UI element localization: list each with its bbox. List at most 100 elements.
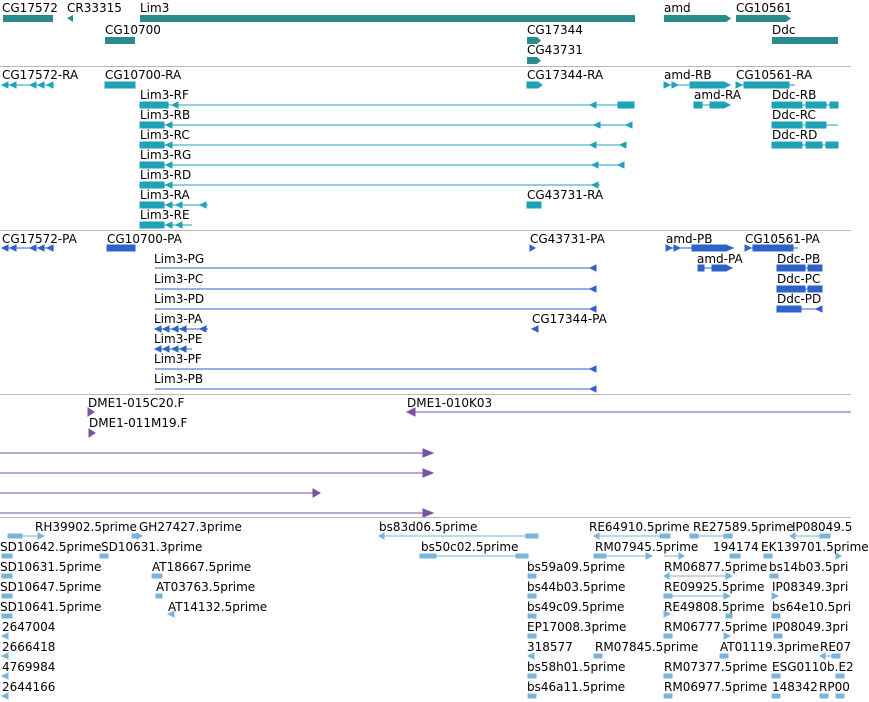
gene-bar-cr33315[interactable] bbox=[67, 15, 73, 22]
transcript-label[interactable]: CG10700-RA bbox=[105, 68, 182, 82]
clone-label[interactable]: DME1-011M19.F bbox=[89, 416, 188, 430]
protein-label[interactable]: CG10561-PA bbox=[745, 232, 820, 246]
transcript-glyph-lim3-rf[interactable] bbox=[139, 101, 635, 109]
protein-label[interactable]: Lim3-PE bbox=[154, 332, 203, 346]
est-label[interactable]: IP08349.3pri bbox=[772, 580, 849, 594]
transcript-label[interactable]: amd-RA bbox=[694, 88, 742, 102]
est-label[interactable]: AT18667.5prime bbox=[152, 560, 252, 574]
gene-bar-ddc[interactable] bbox=[772, 37, 838, 44]
est-label[interactable]: RE64910.5prime bbox=[589, 520, 690, 534]
est-label[interactable]: RE07 bbox=[820, 640, 852, 654]
est-label[interactable]: EP17008.3prime bbox=[527, 620, 627, 634]
protein-label[interactable]: amd-PA bbox=[697, 252, 743, 266]
transcript-label[interactable]: Lim3-RB bbox=[140, 108, 191, 122]
transcript-glyph-ddc-rd[interactable] bbox=[771, 141, 839, 149]
est-label[interactable]: IP08049.5 bbox=[792, 520, 853, 534]
est-row-5-glyphs[interactable] bbox=[1, 610, 781, 619]
protein-label[interactable]: CG43731-PA bbox=[530, 232, 605, 246]
transcript-label[interactable]: Ddc-RC bbox=[772, 108, 816, 122]
est-label[interactable]: RH39902.5prime bbox=[35, 520, 137, 534]
transcript-glyph-cg43731-ra[interactable] bbox=[526, 201, 542, 209]
est-label[interactable]: RM07377.5prime bbox=[664, 660, 768, 674]
transcript-glyph-lim3-rg[interactable] bbox=[139, 161, 625, 169]
clone-glyph-read-4[interactable] bbox=[0, 508, 435, 518]
est-row-8-glyphs[interactable] bbox=[0, 672, 845, 680]
est-label[interactable]: IP08049.3pri bbox=[772, 620, 849, 634]
protein-glyph-lim3-pb[interactable] bbox=[155, 385, 597, 393]
est-label[interactable]: SD10647.5prime bbox=[0, 580, 102, 594]
est-label[interactable]: 2666418 bbox=[2, 640, 56, 654]
transcript-glyph-cg17572-ra[interactable] bbox=[0, 81, 54, 89]
est-label[interactable]: 318577 bbox=[527, 640, 573, 654]
est-row-6-glyphs[interactable] bbox=[0, 632, 783, 640]
protein-glyph-lim3-pc[interactable] bbox=[155, 285, 597, 293]
clone-glyph-010k03[interactable] bbox=[405, 407, 851, 417]
transcript-label[interactable]: Ddc-RD bbox=[772, 128, 818, 142]
transcript-glyph-lim3-rc[interactable] bbox=[139, 141, 627, 149]
protein-label[interactable]: CG10700-PA bbox=[107, 232, 182, 246]
est-row-9-glyphs[interactable] bbox=[0, 692, 845, 700]
est-label[interactable]: RM06877.5prime bbox=[664, 560, 768, 574]
protein-label[interactable]: Ddc-PD bbox=[777, 292, 822, 306]
gene-label[interactable]: Ddc bbox=[772, 23, 796, 37]
transcript-glyph-cg10700-ra[interactable] bbox=[104, 81, 136, 89]
transcript-label[interactable]: Lim3-RE bbox=[140, 208, 190, 222]
transcript-label[interactable]: Lim3-RC bbox=[140, 128, 190, 142]
protein-label[interactable]: amd-PB bbox=[666, 232, 713, 246]
est-label[interactable]: 2647004 bbox=[2, 620, 56, 634]
est-label[interactable]: bs83d06.5prime bbox=[379, 520, 478, 534]
gene-bar-cg17572[interactable] bbox=[3, 15, 53, 22]
est-label[interactable]: SD10641.5prime bbox=[0, 600, 102, 614]
gene-bar-cg43731[interactable] bbox=[527, 57, 541, 64]
protein-label[interactable]: Lim3-PB bbox=[154, 372, 204, 386]
gene-bar-cg17344[interactable] bbox=[527, 37, 541, 44]
transcript-label[interactable]: Lim3-RD bbox=[140, 168, 192, 182]
est-label[interactable]: EK139701.5prime bbox=[761, 540, 869, 554]
transcript-label[interactable]: CG43731-RA bbox=[527, 188, 604, 202]
est-label[interactable]: RE49808.5prime bbox=[664, 600, 765, 614]
protein-glyph-cg10561-pa[interactable] bbox=[744, 244, 798, 252]
protein-label[interactable]: Lim3-PF bbox=[154, 352, 202, 366]
protein-label[interactable]: Lim3-PD bbox=[154, 292, 205, 306]
transcript-glyph-lim3-re[interactable] bbox=[139, 221, 192, 229]
est-label[interactable]: RM07845.5prime bbox=[595, 640, 699, 654]
protein-label[interactable]: CG17572-PA bbox=[2, 232, 77, 246]
est-label[interactable]: RM06777.5prime bbox=[664, 620, 768, 634]
transcript-label[interactable]: Lim3-RF bbox=[140, 88, 189, 102]
gene-bar-lim3[interactable] bbox=[140, 15, 635, 22]
est-label[interactable]: bs59a09.5prime bbox=[527, 560, 626, 574]
protein-glyph-cg17572-pa[interactable] bbox=[0, 244, 54, 252]
transcript-glyph-cg10561-ra[interactable] bbox=[735, 81, 795, 89]
transcript-glyph-lim3-rd[interactable] bbox=[139, 181, 600, 189]
gene-bar-cg10561[interactable] bbox=[736, 15, 791, 22]
est-label[interactable]: SD10631.5prime bbox=[0, 560, 102, 574]
protein-glyph-lim3-pa[interactable] bbox=[153, 325, 208, 333]
gene-label[interactable]: CG17344 bbox=[527, 23, 583, 37]
est-label[interactable]: bs58h01.5prime bbox=[527, 660, 626, 674]
gene-label[interactable]: CG17572 bbox=[2, 1, 58, 15]
protein-glyph-lim3-pf[interactable] bbox=[155, 365, 597, 373]
protein-glyph-amd-pb[interactable] bbox=[665, 244, 735, 252]
protein-glyph-ddc-pd[interactable] bbox=[776, 305, 823, 313]
est-label[interactable]: AT14132.5prime bbox=[168, 600, 268, 614]
gene-label[interactable]: CG43731 bbox=[527, 43, 583, 57]
protein-label[interactable]: Ddc-PB bbox=[777, 252, 821, 266]
est-label[interactable]: RE09925.5prime bbox=[664, 580, 765, 594]
est-label[interactable]: GH27427.3prime bbox=[139, 520, 242, 534]
est-label[interactable]: bs44b03.5prime bbox=[527, 580, 626, 594]
protein-glyph-ddc-pc[interactable] bbox=[776, 285, 823, 293]
est-row-1-glyphs[interactable] bbox=[7, 532, 831, 540]
protein-glyph-cg10700-pa[interactable] bbox=[106, 244, 136, 252]
protein-glyph-lim3-pg[interactable] bbox=[155, 264, 597, 272]
est-label[interactable]: 194174 bbox=[713, 540, 759, 554]
protein-glyph-lim3-pd[interactable] bbox=[155, 305, 597, 313]
transcript-glyph-cg17344-ra[interactable] bbox=[526, 81, 543, 89]
protein-glyph-lim3-pe[interactable] bbox=[153, 345, 192, 353]
clone-glyph-015c20[interactable] bbox=[87, 407, 95, 417]
protein-glyph-ddc-pb[interactable] bbox=[776, 264, 823, 272]
est-label[interactable]: AT01119.3prime bbox=[720, 640, 820, 654]
est-row-2-glyphs[interactable] bbox=[1, 552, 842, 560]
transcript-glyph-lim3-rb[interactable] bbox=[139, 121, 633, 129]
transcript-label[interactable]: CG10561-RA bbox=[736, 68, 813, 82]
gene-label[interactable]: Lim3 bbox=[140, 1, 170, 15]
